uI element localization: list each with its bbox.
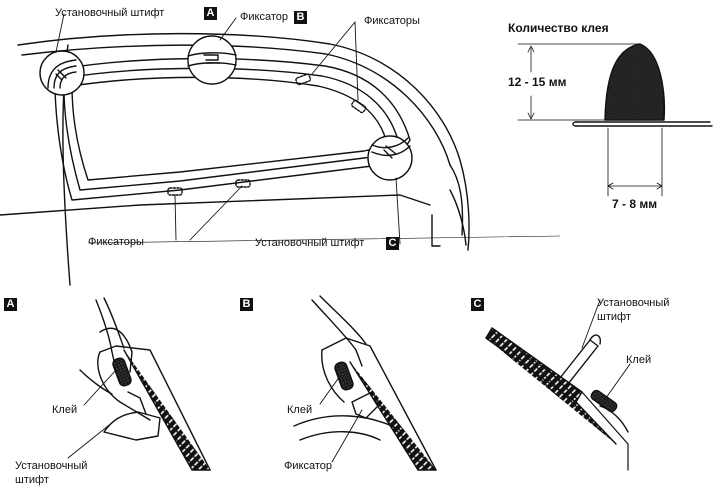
badge-a: A <box>204 7 217 20</box>
pin-label-a: Установочный штифт <box>55 7 165 19</box>
pin-label-section-c-line2: штифт <box>597 311 631 323</box>
section-b-drawing <box>293 295 437 471</box>
callout-lines <box>55 13 561 245</box>
retainer-label-section-b: Фиксатор <box>284 460 332 472</box>
pin-label-section-a-line2: штифт <box>15 474 49 486</box>
pin-label-section-a-line1: Установочный <box>15 460 88 472</box>
section-a-drawing <box>79 297 211 471</box>
glue-amount-title: Количество клея <box>508 21 609 35</box>
section-b-badge: B <box>240 298 253 311</box>
badge-c: C <box>386 237 399 250</box>
detail-circle-b <box>187 35 237 85</box>
glue-label-c: Клей <box>626 354 652 366</box>
badge-b: B <box>294 11 307 24</box>
section-a-badge: A <box>4 298 17 311</box>
height-range-label: 12 - 15 мм <box>508 75 567 89</box>
detail-circle-a <box>39 50 85 96</box>
retainers-label-top: Фиксаторы <box>364 15 420 27</box>
glue-bead-diagram <box>517 43 713 197</box>
width-range-label: 7 - 8 мм <box>612 197 658 211</box>
glue-label-a: Клей <box>52 404 78 416</box>
section-c-drawing <box>485 327 629 471</box>
detail-circle-c <box>367 135 413 181</box>
section-callout-lines <box>67 299 631 463</box>
pin-label-section-c-line1: Установочный <box>597 297 670 309</box>
section-c-badge: C <box>471 298 484 311</box>
window-frame <box>54 57 411 201</box>
retainers-label-bottom: Фиксаторы <box>88 236 144 248</box>
pin-label-c: Установочный штифт <box>255 237 365 249</box>
glue-label-b: Клей <box>287 404 313 416</box>
retainer-label-b: Фиксатор <box>240 11 288 23</box>
